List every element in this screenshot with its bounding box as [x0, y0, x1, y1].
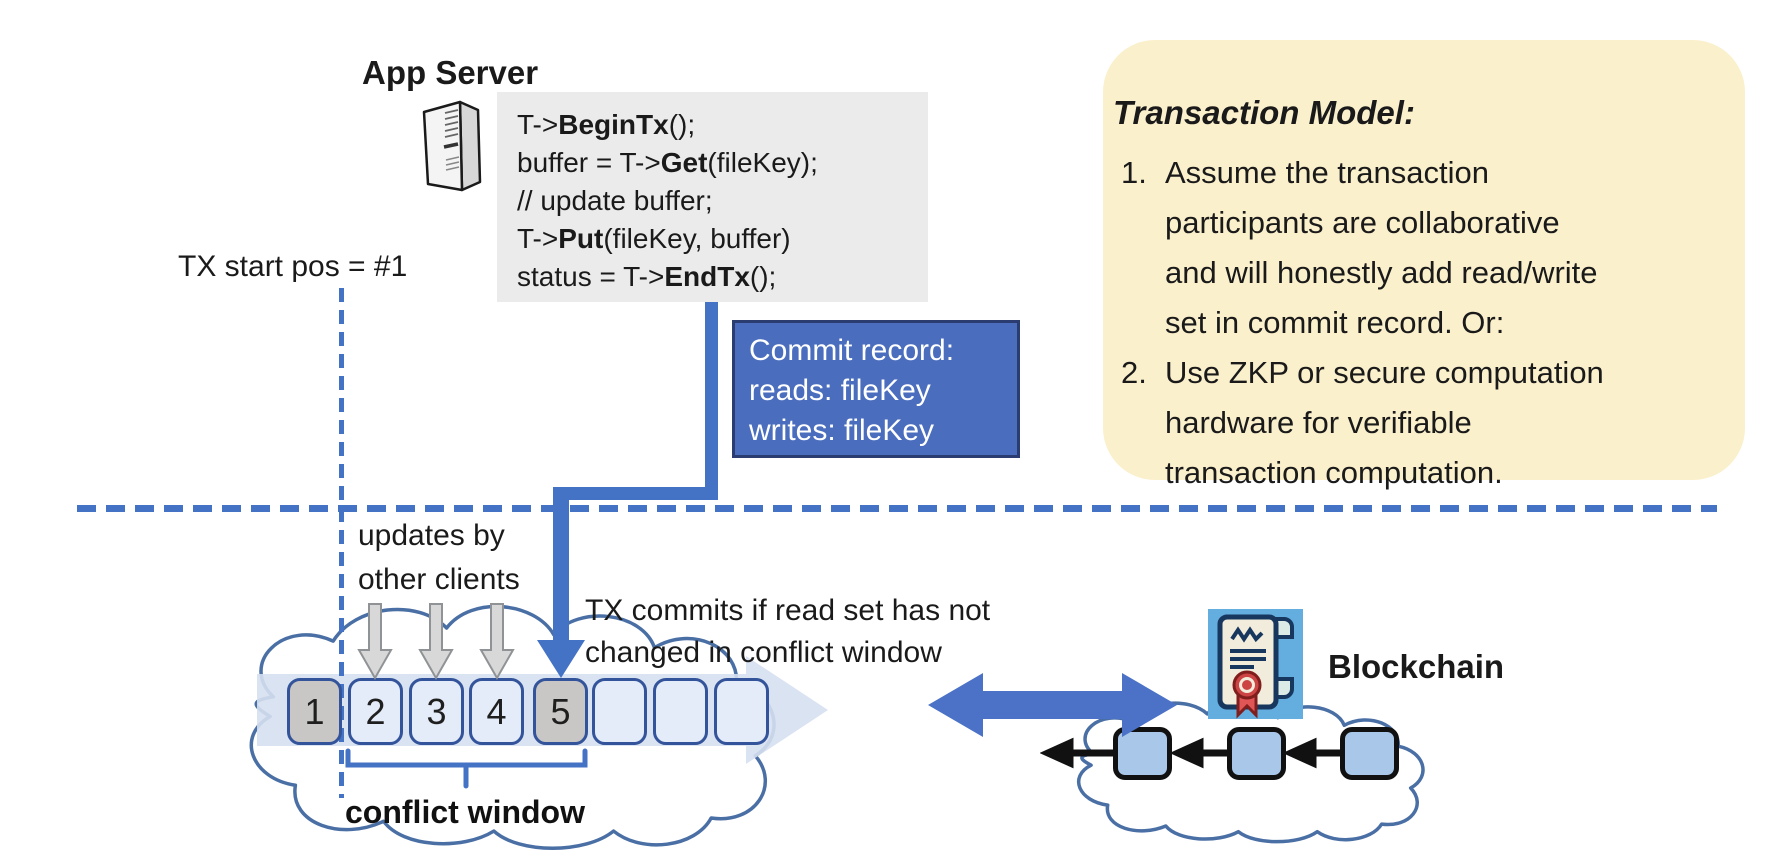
blockchain-block: [1340, 727, 1399, 780]
tx-start-dashed-line: [339, 288, 344, 798]
timeline-block: [653, 678, 708, 745]
server-icon: [422, 100, 482, 192]
list-item: 2. Use ZKP or secure computation hardwar…: [1121, 348, 1721, 498]
list-item-text: Assume the transaction participants are …: [1165, 155, 1598, 340]
timeline-block: 1: [287, 678, 342, 745]
app-server-label: App Server: [362, 54, 539, 91]
commit-flow-arrow: [537, 295, 718, 678]
tx-commits-label: TX commits if read set has not changed i…: [585, 594, 991, 669]
code-line: // update buffer;: [517, 185, 713, 216]
blockchain-block: [1227, 727, 1286, 780]
sync-double-arrow: [928, 673, 1177, 737]
code-line: T->BeginTx();: [517, 109, 696, 140]
client-update-arrows-icon: [357, 603, 515, 681]
list-item-number: 2.: [1121, 355, 1147, 390]
timeline-block: [592, 678, 647, 745]
timeline-block: 5: [533, 678, 588, 745]
transaction-model-title: Transaction Model:: [1113, 94, 1415, 131]
transaction-model-note: [1103, 40, 1745, 480]
updates-by-clients-label: updates by other clients: [358, 519, 520, 596]
blockchain-label: Blockchain: [1328, 648, 1505, 685]
code-line: buffer = T->Get(fileKey);: [517, 147, 818, 178]
transaction-code-box: T->BeginTx(); buffer = T->Get(fileKey); //…: [497, 92, 928, 302]
timeline-block: [714, 678, 769, 745]
timeline-block: 2: [348, 678, 403, 745]
horizontal-divider-dashed-line: [77, 505, 1717, 512]
code-line: T->Put(fileKey, buffer): [517, 223, 791, 254]
conflict-window-brace: [345, 748, 588, 789]
smart-contract-icon: [1208, 609, 1303, 719]
list-item-text: Use ZKP or secure computation hardware f…: [1165, 355, 1604, 490]
code-line: status = T->EndTx();: [517, 261, 777, 292]
conflict-window-label: conflict window: [345, 794, 585, 830]
tx-start-pos-label: TX start pos = #1: [178, 250, 408, 283]
timeline-block: 3: [409, 678, 464, 745]
transaction-model-list: 1. Assume the transaction participants a…: [1121, 148, 1721, 498]
chain-link-arrows: [1040, 737, 1340, 769]
timeline-block: 4: [469, 678, 524, 745]
commit-record-box: Commit record: reads: fileKey writes: fi…: [732, 320, 1020, 458]
list-item-number: 1.: [1121, 155, 1147, 190]
list-item: 1. Assume the transaction participants a…: [1121, 148, 1721, 348]
